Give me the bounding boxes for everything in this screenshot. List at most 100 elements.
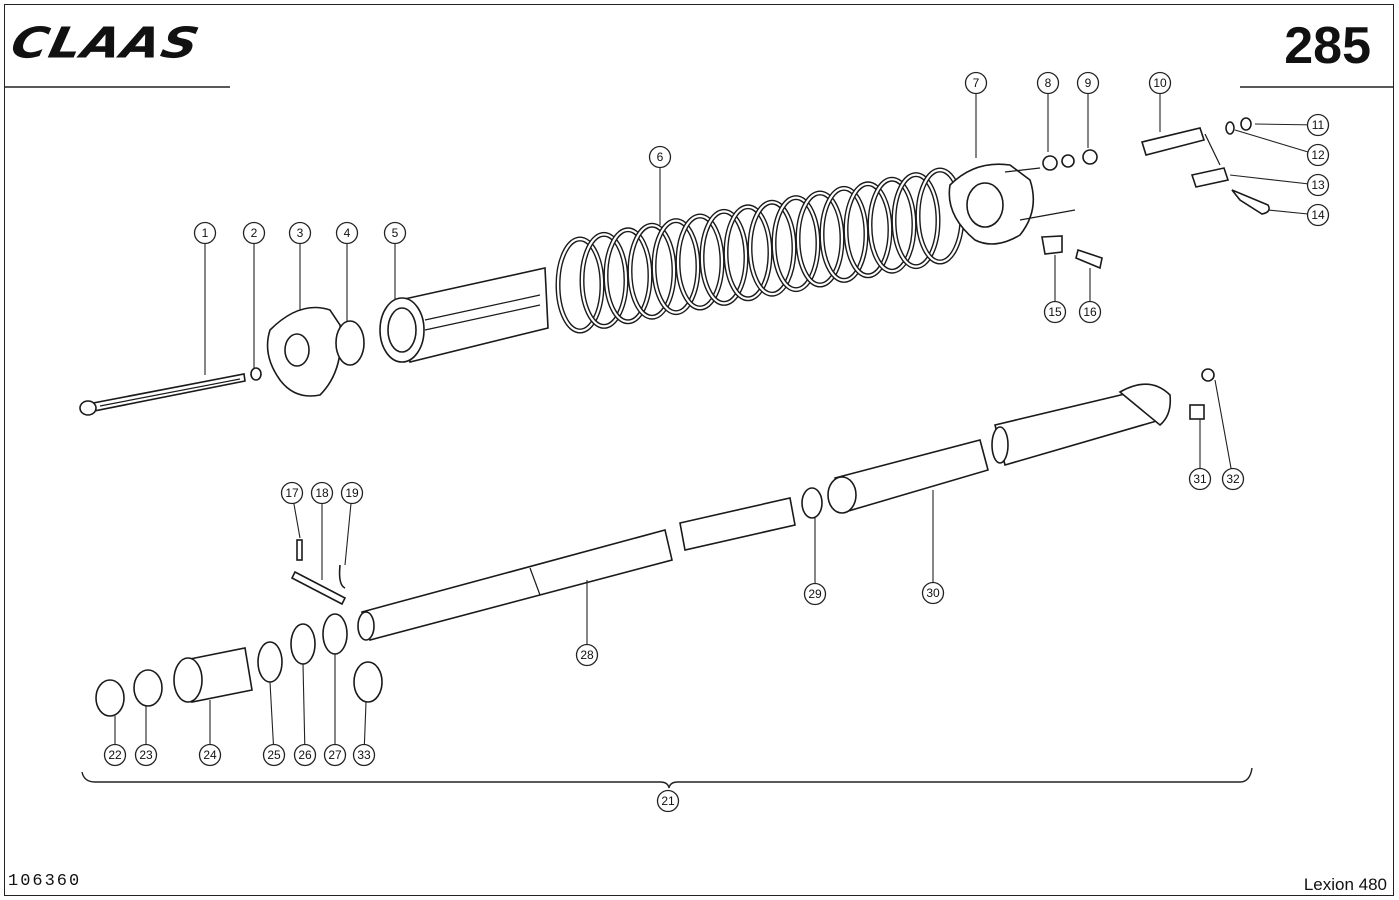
callout-label: 23 [139, 748, 153, 762]
part-2-washer [250, 367, 262, 381]
part-25-ring [257, 641, 283, 683]
part-23-bushing [133, 669, 163, 707]
part-1-long-bolt [79, 373, 246, 416]
callout-label: 27 [328, 748, 342, 762]
callout-27: 27 [323, 743, 347, 767]
callout-33: 33 [352, 743, 376, 767]
spring-coil-inner [556, 237, 604, 333]
spring-coil-inner [868, 178, 916, 273]
callout-15: 15 [1043, 300, 1067, 324]
leader-line-13 [1229, 174, 1319, 186]
part-16-bolt [1075, 248, 1103, 270]
leader-line-25 [269, 681, 275, 756]
callout-label: 33 [357, 748, 371, 762]
part-26-ring [290, 623, 316, 665]
part-3-flange [266, 306, 342, 397]
part-10-lever [1140, 127, 1221, 166]
spring-coil-inner [796, 191, 844, 287]
part-6-spring [555, 167, 965, 334]
leader-line-26 [302, 663, 306, 756]
callout-label: 8 [1045, 76, 1052, 90]
callout-label: 22 [108, 748, 122, 762]
callout-8: 8 [1036, 71, 1060, 95]
callout-label: 18 [315, 486, 329, 500]
page-frame [4, 4, 1394, 896]
callout-label: 13 [1311, 178, 1325, 192]
part-11-nut [1240, 117, 1252, 131]
callout-label: 1 [202, 226, 209, 240]
part-30-tube [827, 439, 989, 514]
callout-23: 23 [134, 743, 158, 767]
callout-label: 17 [285, 486, 299, 500]
model-name: Lexion 480 [1303, 875, 1387, 894]
spring-coil-inner [772, 196, 820, 291]
callout-label: 16 [1083, 305, 1097, 319]
callout-7: 7 [964, 71, 988, 95]
callout-label: 15 [1048, 305, 1062, 319]
part-28b-tube [679, 497, 796, 551]
callout-24: 24 [198, 743, 222, 767]
part-14-clip [1231, 189, 1270, 215]
callout-label: 25 [267, 748, 281, 762]
callout-label: 24 [203, 748, 217, 762]
spring-coil-inner [844, 182, 892, 277]
leader-line-19 [344, 492, 353, 566]
callout-26: 26 [293, 743, 317, 767]
callout-label: 11 [1312, 118, 1325, 132]
spring-coil-inner [724, 205, 772, 300]
callout-1: 1 [193, 221, 217, 245]
callout-label: 29 [808, 587, 822, 601]
part-18-pin [290, 570, 347, 606]
spring-coil-inner [820, 187, 868, 282]
spring-coil-inner [652, 219, 700, 314]
callout-32: 32 [1221, 467, 1245, 491]
callout-29: 29 [803, 582, 827, 606]
callout-17: 17 [280, 481, 304, 505]
callout-28: 28 [575, 643, 599, 667]
spring-coil-inner [604, 228, 652, 323]
callout-22: 22 [103, 743, 127, 767]
group-bracket-21 [81, 767, 1253, 789]
callout-label: 28 [580, 648, 594, 662]
callout-label: 9 [1085, 76, 1092, 90]
spring-coil-inner [580, 233, 628, 328]
part-32-grease-nipple [1201, 368, 1215, 382]
callout-31: 31 [1188, 467, 1212, 491]
callout-label: 19 [345, 486, 359, 500]
leader-line-12 [1234, 129, 1319, 156]
callout-18: 18 [310, 481, 334, 505]
callout-label: 32 [1226, 472, 1240, 486]
callout-12: 12 [1306, 143, 1330, 167]
callout-label: 3 [297, 226, 304, 240]
part-7-end-flange [948, 163, 1076, 245]
callout-16: 16 [1078, 300, 1102, 324]
spring-coil-inner [892, 173, 940, 268]
page-number: 285 [1284, 17, 1371, 75]
callout-label: 26 [298, 748, 312, 762]
part-15-bushing [1041, 235, 1063, 255]
callout-label: 5 [392, 226, 399, 240]
callout-3: 3 [288, 221, 312, 245]
callout-label: 10 [1153, 76, 1167, 90]
callout-2: 2 [242, 221, 266, 245]
callout-10: 10 [1148, 71, 1172, 95]
part-5-slotted-sleeve [379, 267, 549, 363]
callout-25: 25 [262, 743, 286, 767]
part-8b-washer [1061, 154, 1075, 168]
callout-label: 30 [926, 586, 940, 600]
spring-coil-inner [700, 210, 748, 305]
part-28-shaft [357, 529, 673, 641]
part-4-o-ring [335, 320, 365, 366]
callout-5: 5 [383, 221, 407, 245]
spring-coil-inner [676, 214, 724, 310]
part-12-washer [1225, 121, 1235, 135]
callout-label: 4 [344, 226, 351, 240]
callout-label: 31 [1193, 472, 1207, 486]
part-8-washer [1042, 155, 1058, 171]
callout-11: 11 [1306, 113, 1330, 137]
part-13-pin [1190, 167, 1230, 188]
callout-label: 12 [1311, 148, 1325, 162]
callout-label: 14 [1311, 208, 1325, 222]
